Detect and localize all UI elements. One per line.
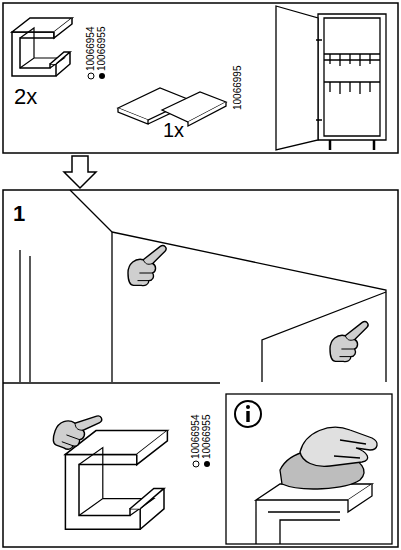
wiping-hand [300, 427, 377, 466]
cabinet-drawing [330, 54, 370, 66]
board-part [162, 92, 226, 122]
panel-frame [3, 190, 398, 547]
variant-dots [193, 461, 210, 467]
cabinet-interior [70, 190, 112, 232]
part-number: 10066955 [202, 415, 212, 460]
cabinet-interior [20, 250, 30, 382]
cabinet-drawing [276, 6, 318, 150]
cabinet-interior [3, 190, 386, 383]
info-icon [235, 401, 261, 427]
board-part [188, 102, 226, 126]
quantity-label: 2x [14, 86, 37, 108]
clip-part [65, 431, 167, 530]
step-number: 1 [13, 203, 25, 225]
panel-frame [3, 3, 398, 153]
clip-detail [256, 484, 372, 544]
clip-detail [256, 484, 372, 544]
next-step-arrow [64, 156, 96, 188]
cabinet-drawing [330, 82, 370, 94]
wiping-hand [280, 427, 377, 489]
variant-dots [88, 73, 94, 79]
part-number: 10066995 [233, 66, 243, 111]
info-icon [235, 401, 261, 427]
cabinet-drawing [324, 54, 380, 82]
cabinet-interior [112, 232, 386, 382]
variant-dots [193, 461, 199, 467]
quantity-label: 1x [163, 120, 184, 140]
cabinet-interior [111, 232, 112, 382]
clip-part [12, 18, 72, 76]
part-number: 10066954 [86, 27, 96, 72]
cabinet-drawing [318, 14, 386, 140]
part-number: 10066955 [97, 27, 107, 72]
pointing-hand [128, 246, 166, 286]
cabinet-interior [3, 382, 220, 383]
pointing-hand [51, 404, 103, 457]
cabinet-drawing [316, 40, 322, 120]
wiping-hand [334, 440, 366, 458]
pointing-hand [330, 322, 368, 362]
cabinet-drawing [330, 140, 374, 150]
variant-dots [88, 73, 105, 79]
info-icon [246, 405, 250, 409]
info-icon [246, 411, 249, 422]
cabinet-drawing [324, 18, 380, 136]
cabinet-interior [262, 292, 386, 382]
info-frame [226, 394, 392, 544]
cabinet-drawing [276, 6, 386, 150]
variant-dots [204, 461, 210, 467]
part-number: 10066954 [191, 415, 201, 460]
clip-detail [268, 512, 340, 544]
variant-dots [99, 73, 105, 79]
